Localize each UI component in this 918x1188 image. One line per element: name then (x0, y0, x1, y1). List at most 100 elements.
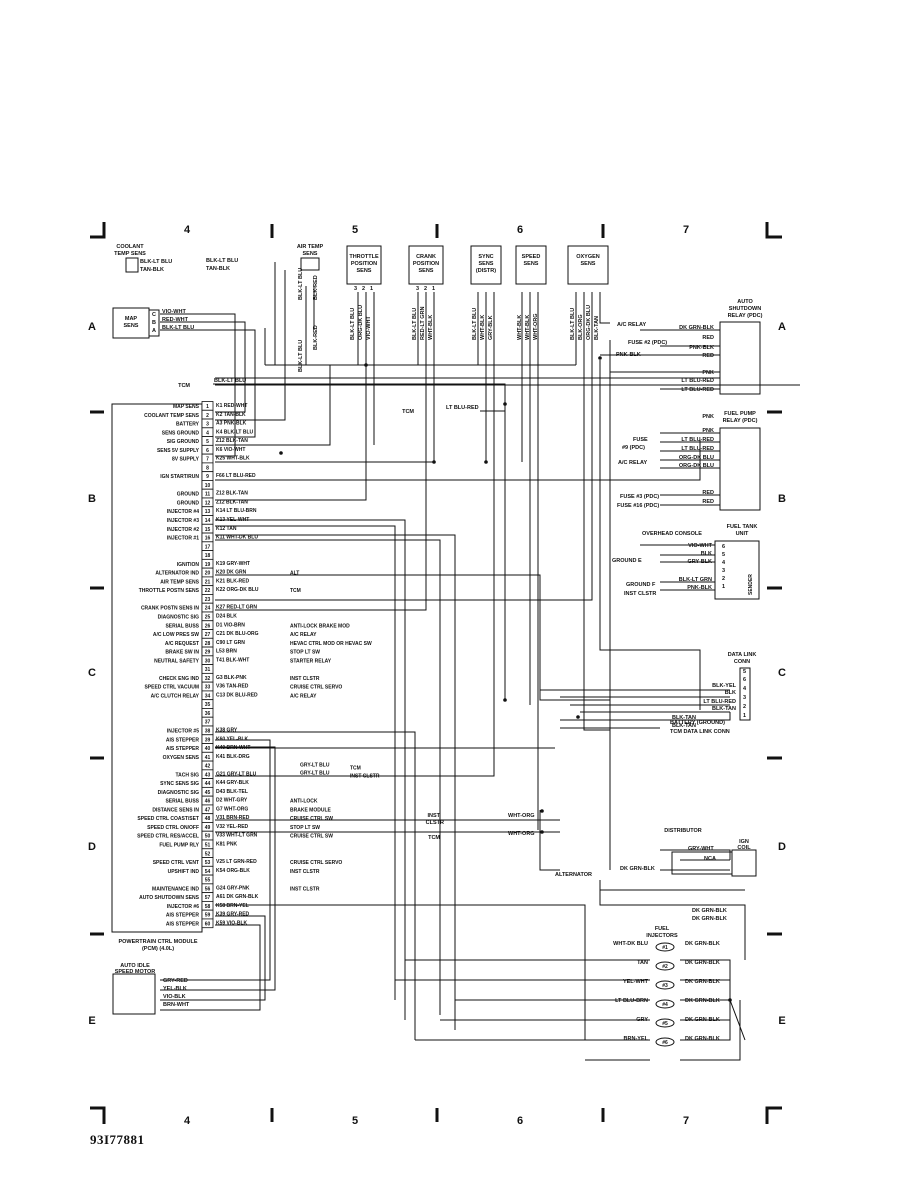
pcm-pin-label: TACH SIG (175, 772, 199, 778)
idle-motor-label: SPEED MOTOR (115, 969, 156, 975)
sender-label: SENDER (748, 574, 754, 595)
pcm-pin-label: INJECTOR #4 (167, 509, 199, 515)
injector-return-label: DK GRN-BLK (685, 979, 720, 985)
pcm-pin-label: IGN START/RUN (160, 474, 199, 480)
pcm-pin-wire: G24 GRY-PNK (216, 885, 250, 891)
throttle-wire-label: VIO-WHT (366, 316, 372, 340)
battery-ground-label: BATTERY (GROUND) (670, 720, 725, 726)
tcm-wire-label: LT BLU-RED (446, 405, 479, 411)
pcm-destination-label: STOP LT SW (290, 650, 320, 656)
pcm-pin-label: A/C LOW PRES SW (153, 632, 199, 638)
injector-symbol (655, 1018, 675, 1028)
pcm-pin-number: 53 (205, 860, 211, 866)
crank-sensor-pin: 2 (424, 286, 427, 292)
pcm-pin-number: 44 (205, 781, 211, 787)
ground-f-label: GROUND F (626, 582, 656, 588)
pcm-pin-wire: K27 RED-LT GRN (216, 605, 257, 611)
junction-dot (279, 451, 283, 455)
pcm-pin-label: AIR TEMP SENS (160, 579, 199, 585)
fuel-pump-relay-label: RELAY (PDC) (723, 418, 758, 424)
pcm-pin-label: SENS GROUND (162, 430, 200, 436)
fuel-pump-wire-label: LT BLU-RED (681, 446, 714, 452)
pcm-pin-wire: G3 BLK-PNK (216, 675, 247, 681)
pcm-pin-number: 17 (205, 544, 211, 550)
fuel-tank-pin: 4 (722, 560, 726, 566)
pcm-pin-number: 49 (205, 825, 211, 831)
pcm-pin-label: BATTERY (176, 422, 200, 428)
dlc-pin: 3 (743, 695, 746, 701)
air-temp-wire: BLK-RED (313, 275, 319, 300)
pcm-pin-number: 32 (205, 676, 211, 682)
pcm-pin-wire: Z12 BLK-TAN (216, 499, 248, 505)
pcm-pin-wire: L53 BRN (216, 649, 237, 655)
pcm-pin-number: 13 (205, 509, 211, 515)
junction-dot (364, 363, 368, 367)
asd-wire-label: DK GRN-BLK (679, 325, 714, 331)
fuel-pump-wire-label: RED (702, 490, 714, 496)
pcm-pin-number: 20 (205, 571, 211, 577)
injectors-title: INJECTORS (646, 933, 678, 939)
pcm-destination-label: INST CLSTR (290, 869, 320, 875)
pcm-pin-number: 5 (206, 439, 209, 445)
pcm-pin-number: 2 (206, 413, 209, 419)
fuel-tank-label: FUEL TANK (727, 524, 758, 530)
sync-wire-label: WHT-BLK (480, 315, 486, 340)
pcm-pin-number: 51 (205, 843, 211, 849)
pcm-pin-wire: A3 PNK-BLK (216, 421, 247, 427)
pcm-pin-wire: V32 YEL-RED (216, 824, 249, 830)
pcm-destination-label: CRUISE CTRL SERVO (290, 860, 342, 866)
pcm-pin-wire: G7 WHT-ORG (216, 806, 248, 812)
injector-symbol (655, 999, 675, 1009)
fuel-tank-pin: 2 (722, 576, 725, 582)
injector-return-label: DK GRN-BLK (685, 941, 720, 947)
pcm-pin-label: SERIAL BUSS (165, 799, 199, 805)
inst-clstr-label: INST (427, 813, 440, 819)
distributor-label: DISTRIBUTOR (664, 828, 702, 834)
pcm-pin-label: COOLANT TEMP SENS (144, 413, 200, 419)
pcm-pin-label: SPEED CTRL RES/ACCEL (137, 834, 199, 840)
crank-wire-label: WHT-BLK (428, 315, 434, 340)
pcm-pin-number: 46 (205, 799, 211, 805)
throttle-wire-label: BLK-LT BLU (350, 308, 356, 340)
pcm-pin-label: SIG GROUND (167, 439, 200, 445)
throttle-wire-label: ORG-DK BLU (358, 305, 364, 340)
fuel-tank-pin: 1 (722, 584, 725, 590)
pcm-pin-wire: K21 BLK-RED (216, 578, 249, 584)
pcm-pin-wire: K6 VIO-WHT (216, 447, 245, 453)
asd-relay-box (719, 321, 761, 395)
pcm-pin-wire: D24 BLK (216, 613, 237, 619)
pcm-pin-label: INJECTOR #6 (167, 904, 199, 910)
oxygen-wire-label: BLK-ORG (578, 314, 584, 340)
coolant-wire-label: BLK-LT BLU (206, 258, 238, 264)
pcm-pin-number: 58 (205, 904, 211, 910)
pcm-pin-label: AIS STEPPER (166, 913, 199, 919)
pcm-pin-wire: K11 WHT-DK BLU (216, 535, 258, 541)
pcm-pin-label: FUEL PUMP RLY (159, 843, 199, 849)
tach-dest-label: INST CLSTR (350, 773, 380, 779)
pcm-pin-label: IGNITION (177, 562, 200, 568)
throttle-sensor-pin: 3 (354, 286, 357, 292)
pcm-pin-number: 45 (205, 790, 211, 796)
tcm-label: TCM (178, 383, 190, 389)
pcm-pin-label: CHECK ENG IND (159, 676, 199, 682)
asd-fuse-label: FUSE #2 (PDC) (628, 340, 667, 346)
pcm-pin-label: 8V SUPPLY (172, 457, 200, 463)
speed-wire-label: WHT-BLK (517, 315, 523, 340)
pcm-pin-wire: K58 BRN-YEL (216, 903, 249, 909)
fuel-pump-fuse3: FUSE #3 (PDC) (620, 494, 659, 500)
throttle-sensor-label: SENS (357, 268, 372, 274)
pcm-pin-wire: K1 RED-WHT (216, 403, 247, 409)
throttle-sensor-label: THROTTLE (349, 254, 379, 260)
pcm-pin-number: 30 (205, 658, 211, 664)
junction-dot (540, 809, 544, 813)
junction-dot (598, 356, 602, 360)
grid-number-bottom: 4 (184, 1115, 191, 1127)
idle-motor-wire: YEL-BLK (163, 986, 187, 992)
map-sensor-pin: C (152, 312, 156, 318)
fuel-pump-wire-label: LT BLU-RED (681, 437, 714, 443)
injector-return-label: DK GRN-BLK (685, 1017, 720, 1023)
asd-relay-label: AUTO (737, 299, 753, 305)
pcm-destination-label: INST CLSTR (290, 886, 320, 892)
fuel-pump-relay-box (719, 427, 761, 511)
pcm-destination-label: ALT (290, 571, 299, 577)
